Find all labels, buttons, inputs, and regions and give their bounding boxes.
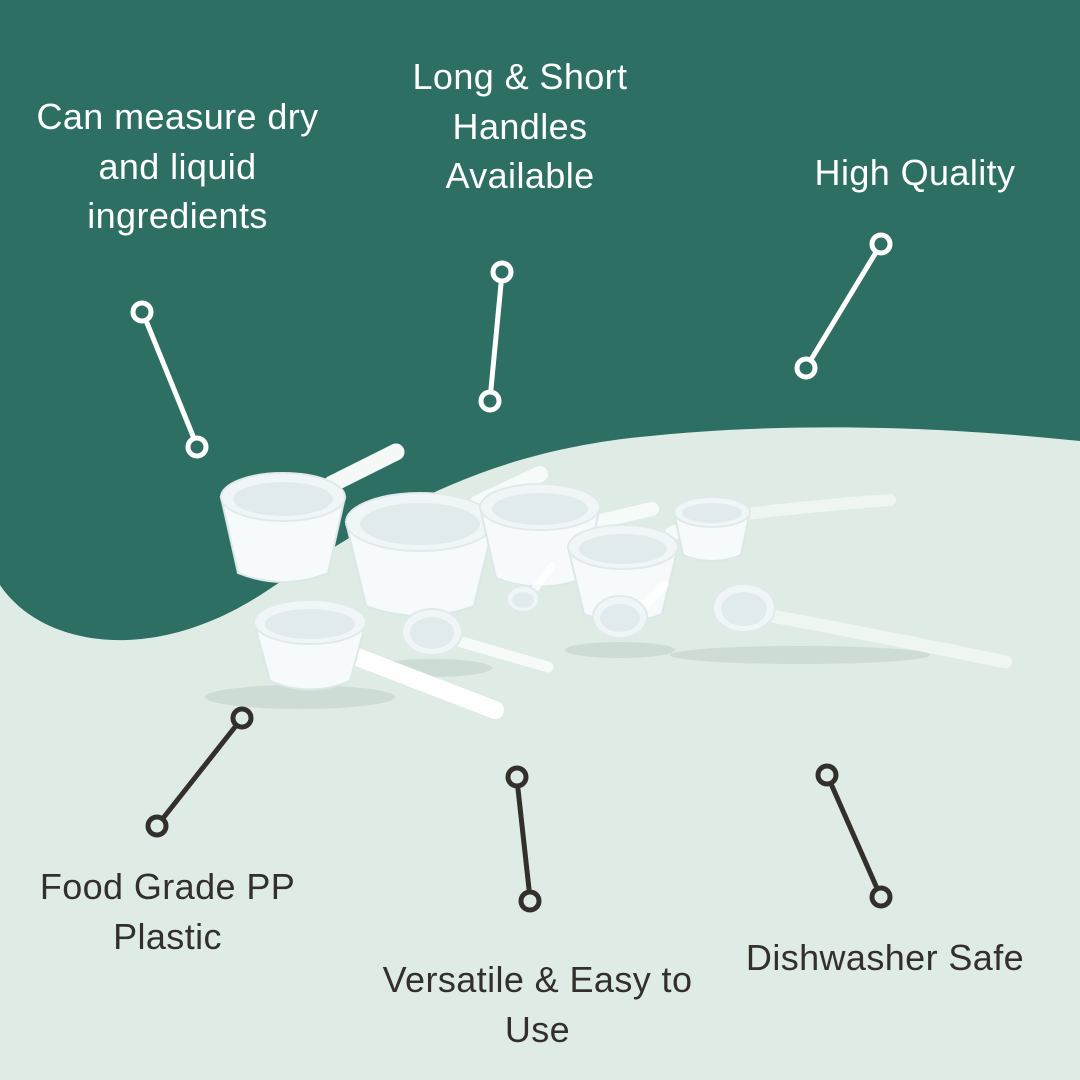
leader-line-bottom-center (505, 765, 542, 913)
leader-line-top-left (130, 300, 209, 459)
measuring-spoon-small-2 (592, 580, 669, 639)
measuring-cup-5-long-handle (672, 494, 896, 562)
leader-line-top-center (478, 260, 514, 413)
callout-high-quality: High Quality (814, 152, 1016, 193)
measuring-spoon-long-handle (712, 583, 1013, 669)
leader-line-bottom-right (815, 763, 893, 909)
measuring-cup-2 (344, 466, 548, 617)
measuring-spoon-tiny (506, 562, 556, 613)
measuring-cup-1 (219, 443, 405, 583)
callout-long-short-handles: Long & Short Handles Available (412, 56, 628, 197)
callout-dry-liquid-ingredients: Can measure dry and liquid ingredients (36, 96, 319, 237)
measuring-spoon-small-1 (401, 608, 554, 673)
leader-line-bottom-left (145, 706, 254, 838)
callout-food-grade-plastic: Food Grade PP Plastic (39, 866, 296, 957)
callout-dishwasher-safe: Dishwasher Safe (745, 937, 1025, 978)
callout-versatile-easy: Versatile & Easy to Use (382, 959, 693, 1050)
measuring-cup-3 (478, 483, 659, 588)
leader-line-top-right (794, 232, 893, 380)
measuring-scoop-front (252, 599, 504, 719)
